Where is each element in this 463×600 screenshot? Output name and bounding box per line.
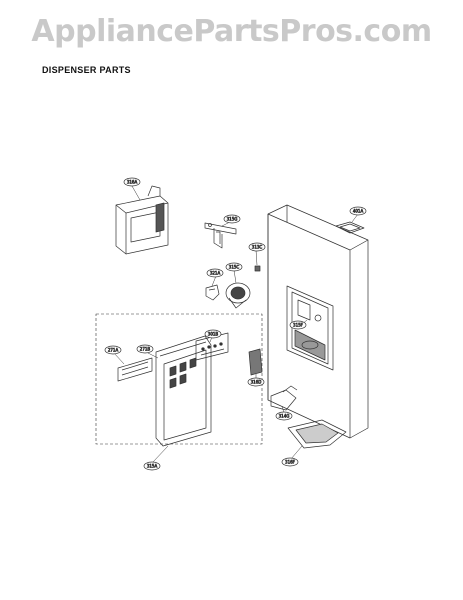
svg-text:315C: 315C	[229, 265, 240, 270]
callout-c6: 315C	[225, 262, 243, 272]
callout-c11: 316D	[247, 377, 265, 387]
ice-chute-bracket	[270, 385, 298, 411]
page-title: DISPENSER PARTS	[42, 65, 131, 75]
callout-c2: 315G	[223, 214, 241, 224]
svg-text:313C: 313C	[252, 245, 263, 250]
leader-lines	[113, 185, 359, 463]
watermark-logo: AppliancePartsPros.com	[31, 14, 432, 49]
callout-c4: 313C	[248, 242, 266, 252]
callout-c10: 271B	[136, 344, 154, 354]
svg-text:321A: 321A	[210, 271, 221, 276]
svg-text:301B: 301B	[208, 332, 219, 337]
screw-part	[254, 265, 261, 272]
callout-c12: 314G	[275, 411, 293, 421]
svg-text:315A: 315A	[147, 464, 158, 469]
label-sticker	[117, 357, 153, 382]
assembly-boundary	[95, 313, 263, 445]
motor-knob	[225, 282, 251, 309]
svg-text:314G: 314G	[279, 414, 290, 419]
callout-c5: 321A	[206, 268, 224, 278]
dispenser-paddle	[248, 348, 263, 376]
svg-text:316F: 316F	[285, 460, 296, 465]
mounting-bracket	[204, 222, 237, 249]
gasket-part	[335, 221, 365, 234]
svg-text:315G: 315G	[227, 217, 238, 222]
dispenser-housing-bracket	[115, 185, 169, 255]
callout-c7: 315F	[289, 320, 307, 330]
callout-c14: 316F	[281, 457, 299, 467]
svg-text:316A: 316A	[127, 180, 138, 185]
actuator-lever	[205, 284, 220, 301]
callout-c8: 301B	[204, 329, 222, 339]
callout-c3: 401A	[349, 206, 367, 216]
drip-tray	[287, 419, 347, 449]
svg-text:271A: 271A	[108, 348, 119, 353]
callout-c1: 316A	[123, 177, 141, 187]
svg-text:271B: 271B	[140, 347, 151, 352]
svg-text:401A: 401A	[353, 209, 364, 214]
dispenser-cabinet-door	[267, 204, 369, 439]
callout-c9: 271A	[104, 345, 122, 355]
svg-text:316D: 316D	[251, 380, 262, 385]
callout-c13: 315A	[143, 461, 161, 471]
svg-text:315F: 315F	[293, 323, 304, 328]
control-panel-cover	[155, 335, 212, 447]
circuit-board	[195, 332, 229, 361]
